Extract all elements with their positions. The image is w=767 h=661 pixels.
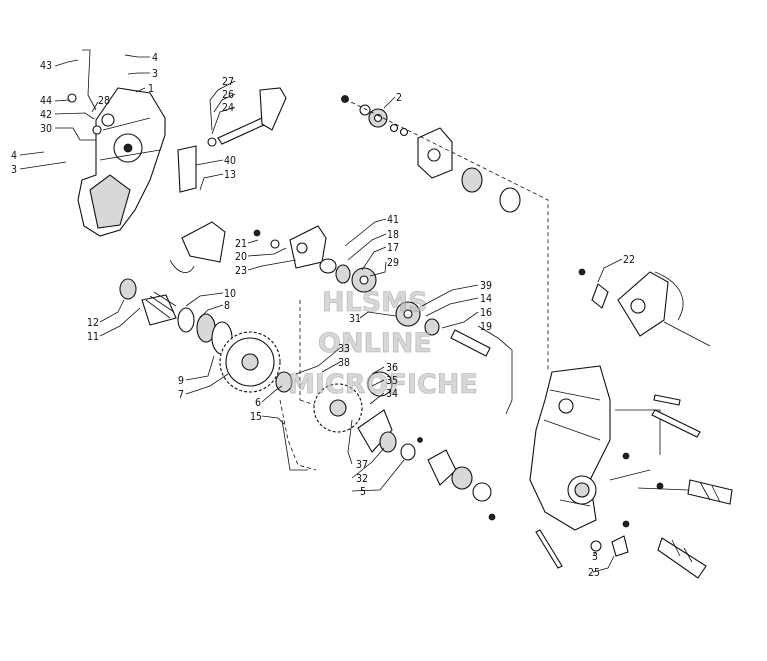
spring-and-washers	[119, 278, 233, 355]
callout-label: 3	[152, 68, 158, 80]
watermark-line-3: MICROFICHE	[288, 369, 478, 400]
callout-label: 36	[386, 362, 398, 374]
callout-label: 38	[338, 357, 350, 369]
callout-label: 25	[588, 567, 600, 579]
callout-label: 6	[255, 397, 261, 409]
callout-label: 30	[40, 123, 52, 135]
idler-shaft-group	[253, 225, 491, 421]
callout-label: 4	[11, 150, 17, 162]
callout-label: 27	[222, 76, 234, 88]
leader-lines	[19, 54, 623, 573]
callout-label: 44	[40, 95, 52, 107]
callout-label: 3	[592, 551, 598, 563]
callout-label: 37	[356, 459, 368, 471]
callout-labels: 43 4 3 1 44 42 30 28 4 3 27 26 24 40 13 …	[11, 52, 635, 579]
callout-label: 18	[387, 229, 399, 241]
callout-label: 42	[40, 109, 52, 121]
callout-label: 24	[222, 102, 234, 114]
callout-label: 40	[224, 155, 236, 167]
support-rods	[637, 479, 733, 579]
callout-label: 34	[386, 388, 398, 400]
callout-label: 32	[356, 473, 368, 485]
callout-label: 19	[480, 321, 492, 333]
tensioner-group	[357, 371, 496, 521]
upper-sprocket	[341, 95, 549, 370]
callout-label: 4	[152, 52, 158, 64]
chaincase-cover	[77, 87, 166, 237]
callout-label: 9	[178, 375, 184, 387]
callout-label: 20	[235, 251, 247, 263]
brake-lever	[207, 87, 287, 147]
callout-label: 2	[396, 92, 402, 104]
callout-label: 15	[250, 411, 262, 423]
callout-label: 13	[224, 169, 236, 181]
callout-label: 23	[235, 265, 247, 277]
callout-label: 43	[40, 60, 52, 72]
callout-label: 26	[222, 89, 234, 101]
bracket-plate	[169, 145, 226, 273]
callout-label: 33	[338, 343, 350, 355]
callout-label: 11	[87, 331, 99, 343]
callout-label: 35	[386, 375, 398, 387]
housing-bolts	[535, 394, 701, 569]
callout-label: 29	[387, 257, 399, 269]
callout-label: 7	[178, 389, 184, 401]
large-gear	[219, 331, 281, 393]
callout-label: 16	[480, 307, 492, 319]
callout-label: 41	[387, 214, 399, 226]
callout-label: 17	[387, 242, 399, 254]
callout-label: 21	[235, 238, 247, 250]
right-bracket	[578, 268, 711, 347]
callout-label: 31	[349, 313, 361, 325]
callout-label: 1	[148, 83, 154, 95]
chaincase-housing	[529, 365, 661, 531]
watermark-line-2: ONLINE	[318, 328, 432, 359]
callout-label: 3	[11, 164, 17, 176]
callout-label: 28	[98, 95, 110, 107]
callout-label: 39	[480, 280, 492, 292]
callout-label: 5	[360, 486, 366, 498]
callout-label: 14	[480, 293, 492, 305]
callout-label: 22	[623, 254, 635, 266]
callout-label: 12	[87, 317, 99, 329]
callout-label: 8	[224, 300, 230, 312]
drive-chain	[275, 371, 363, 471]
callout-label: 10	[224, 288, 236, 300]
